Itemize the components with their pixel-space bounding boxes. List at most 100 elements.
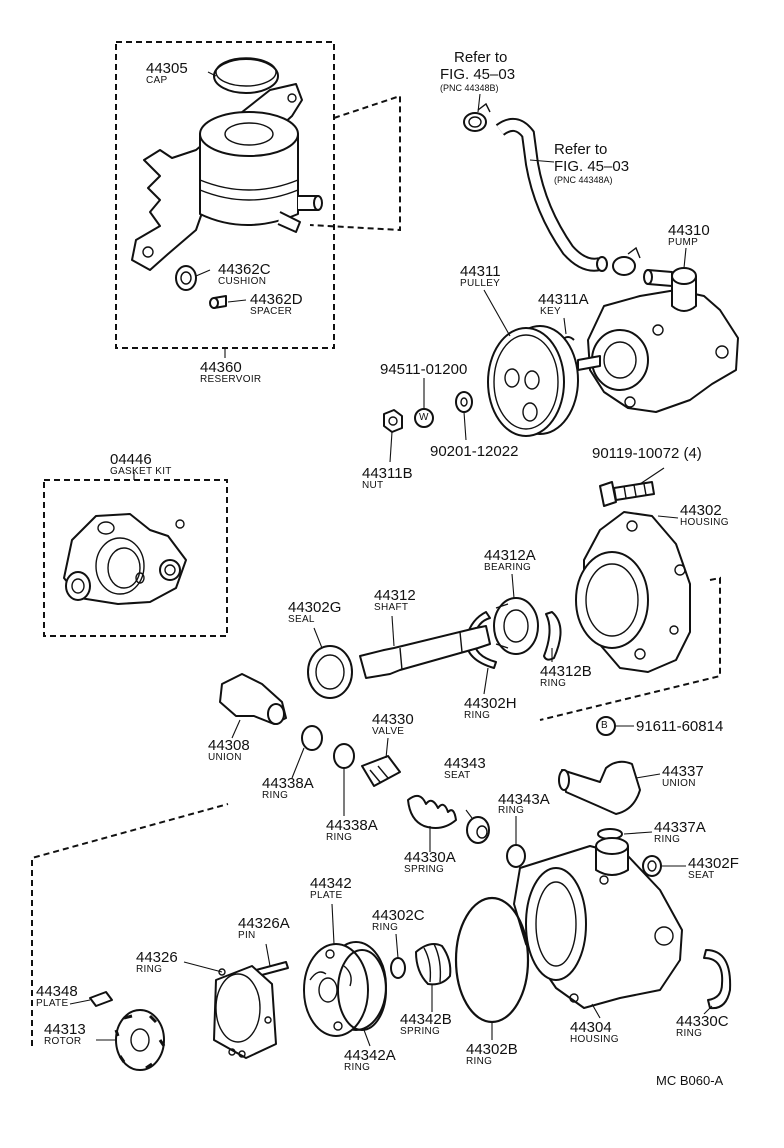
part-name: UNION xyxy=(662,778,696,789)
part-name: RING xyxy=(466,1056,493,1067)
part-number[interactable]: 44342B xyxy=(400,1011,452,1028)
front-housing-part xyxy=(575,511,691,673)
part-number[interactable]: 90119-10072 (4) xyxy=(592,445,702,462)
return-hose-part xyxy=(495,117,608,272)
bolt-marker-circle xyxy=(596,716,616,736)
part-name: SHAFT xyxy=(374,602,409,613)
part-number[interactable]: 94511-01200 xyxy=(380,361,468,378)
part-number[interactable]: 44330 xyxy=(372,711,414,728)
ref-2-line-2[interactable]: FIG. 45–03 xyxy=(554,158,630,175)
part-number[interactable]: 44343 xyxy=(444,755,486,772)
part-number[interactable]: 90201-12022 xyxy=(430,443,519,460)
hose-clamp-upper-part xyxy=(463,102,491,132)
reservoir-to-pump-connector xyxy=(309,94,401,232)
part-number[interactable]: 44302H xyxy=(464,695,517,712)
nut-part xyxy=(383,409,403,433)
part-number[interactable]: 44302C xyxy=(372,907,425,924)
part-name: RING xyxy=(676,1028,703,1039)
seat-44302f-part xyxy=(642,855,662,877)
reservoir-body-part xyxy=(199,111,323,233)
part-number[interactable]: 44311 xyxy=(460,263,501,280)
part-number[interactable]: 44305 xyxy=(146,60,188,77)
part-number[interactable]: 44302 xyxy=(680,502,722,519)
part-name: PLATE xyxy=(36,998,69,1009)
part-name: NUT xyxy=(362,480,384,491)
ref-2-line-1: Refer to xyxy=(554,141,608,158)
part-number[interactable]: 44338A xyxy=(326,817,378,834)
spring-44342b-part xyxy=(415,943,452,986)
part-name: VALVE xyxy=(372,726,405,737)
part-number[interactable]: 44348 xyxy=(36,983,78,1000)
part-name: SEAT xyxy=(688,870,715,881)
washer-part xyxy=(455,391,473,413)
part-number[interactable]: 91611-60814 xyxy=(636,718,724,735)
seal-part xyxy=(307,645,353,699)
bolt-part xyxy=(599,481,655,507)
ring-44338a-1-part xyxy=(301,725,323,751)
part-name: RING xyxy=(540,678,567,689)
part-number[interactable]: 44308 xyxy=(208,737,250,754)
snap-ring-44330c-part xyxy=(703,949,732,1010)
part-number[interactable]: 44360 xyxy=(200,359,242,376)
part-number[interactable]: 44312B xyxy=(540,663,592,680)
rotor-part xyxy=(114,1009,166,1071)
seat-44343-part xyxy=(466,816,490,844)
ref-1-line-3: (PNC 44348B) xyxy=(440,83,499,93)
part-name: PLATE xyxy=(310,890,343,901)
part-name: SPRING xyxy=(404,864,445,875)
spring-44330a-part xyxy=(407,794,457,829)
union-44337-part xyxy=(558,760,641,815)
part-name: HOUSING xyxy=(680,517,729,528)
part-name: SEAT xyxy=(444,770,471,781)
ref-1-line-1: Refer to xyxy=(454,49,508,66)
part-name: SPRING xyxy=(400,1026,441,1037)
part-number[interactable]: 44311A xyxy=(538,291,589,308)
part-name: RING xyxy=(464,710,491,721)
vane-plate-part xyxy=(89,991,113,1007)
front-housing-dashed-outline xyxy=(539,576,721,721)
part-number[interactable]: 04446 xyxy=(110,451,152,468)
part-number[interactable]: 44330A xyxy=(404,849,456,866)
part-number[interactable]: 44302B xyxy=(466,1041,518,1058)
part-number[interactable]: 44302G xyxy=(288,599,342,616)
part-name: PIN xyxy=(238,930,256,941)
part-name: RING xyxy=(654,834,681,845)
part-name: SEAL xyxy=(288,614,315,625)
ref-1-line-2[interactable]: FIG. 45–03 xyxy=(440,66,516,83)
ring-44342a-part xyxy=(337,949,387,1031)
part-name: HOUSING xyxy=(570,1034,619,1045)
part-number[interactable]: 44337 xyxy=(662,763,704,780)
lower-assembly-dashed-outline xyxy=(31,803,229,1046)
part-number[interactable]: 44337A xyxy=(654,819,706,836)
part-number[interactable]: 44310 xyxy=(668,222,710,239)
part-number[interactable]: 44342A xyxy=(344,1047,396,1064)
ref-2-line-3: (PNC 44348A) xyxy=(554,175,613,185)
spacer-part xyxy=(209,295,227,309)
valve-part xyxy=(361,755,401,787)
cap-part xyxy=(213,57,279,94)
part-number[interactable]: 44362D xyxy=(250,291,303,308)
part-number[interactable]: 44326 xyxy=(136,949,178,966)
part-name: CUSHION xyxy=(218,276,267,287)
ring-44338a-2-part xyxy=(333,743,355,769)
part-number[interactable]: 44326A xyxy=(238,915,290,932)
part-number[interactable]: 44342 xyxy=(310,875,352,892)
part-name: RESERVOIR xyxy=(200,374,262,385)
ring-44343a-part xyxy=(506,844,526,868)
part-name: SPACER xyxy=(250,306,293,317)
part-number[interactable]: 44304 xyxy=(570,1019,612,1036)
plate-44342-part xyxy=(303,941,387,1037)
part-number[interactable]: 44362C xyxy=(218,261,271,278)
part-number[interactable]: 44312 xyxy=(374,587,416,604)
gasket-kit-box xyxy=(43,479,228,637)
part-number[interactable]: 44302F xyxy=(688,855,739,872)
cam-ring-part xyxy=(213,965,277,1059)
part-number[interactable]: 44312A xyxy=(484,547,536,564)
part-number[interactable]: 44313 xyxy=(44,1021,86,1038)
part-number[interactable]: 44343A xyxy=(498,791,550,808)
part-number[interactable]: 44338A xyxy=(262,775,314,792)
part-number[interactable]: 44330C xyxy=(676,1013,729,1030)
part-number[interactable]: 44311B xyxy=(362,465,413,482)
